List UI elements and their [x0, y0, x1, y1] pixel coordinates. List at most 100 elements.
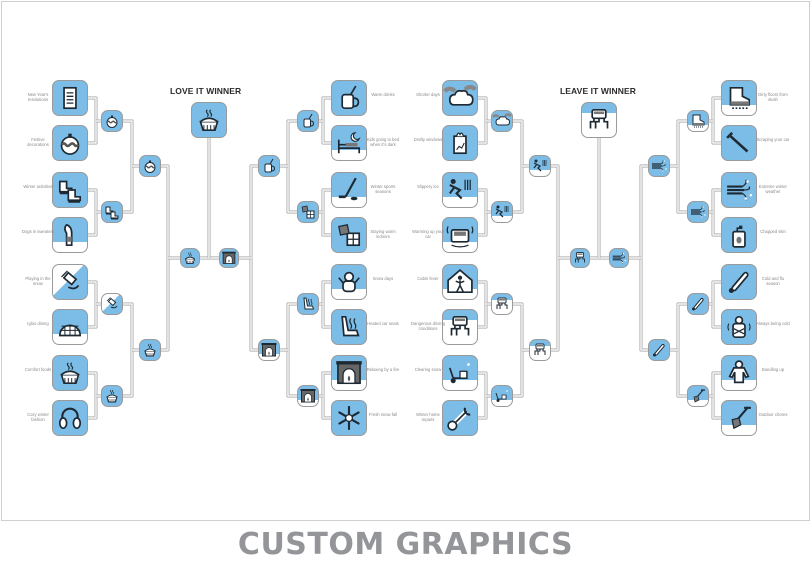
leave-left-round3-slip-icon[interactable] [529, 155, 551, 177]
car-seat-icon [303, 297, 315, 310]
love-left-round3-ornament-icon[interactable] [139, 155, 161, 177]
bracket-line [88, 96, 98, 145]
bracket-line [540, 164, 560, 352]
leave-left-entry-cloud-icon[interactable] [442, 80, 478, 116]
love-right-entry-label: Fresh snow fall [368, 412, 398, 417]
love-right-entry-label: Winter sports seasons [370, 184, 396, 194]
wrench-icon [447, 407, 471, 431]
bracket-line [88, 280, 98, 329]
love-right-entry-mug-icon[interactable] [331, 80, 367, 116]
skidding-car-icon [450, 315, 470, 336]
love-finalist-right[interactable] [219, 248, 239, 268]
love-right-round3-mug-icon[interactable] [258, 155, 280, 177]
love-left-entry-dog-sweater-icon[interactable] [52, 217, 88, 253]
love-right-entry-snowflake-icon[interactable] [331, 400, 367, 436]
leave-left-entry-slip-icon[interactable] [442, 172, 478, 208]
leave-left-round2-cloud-icon[interactable] [491, 110, 513, 132]
love-left-entry-pie-icon[interactable] [52, 355, 88, 391]
snowblower-icon [448, 363, 470, 384]
love-right-round2-mug-icon[interactable] [297, 110, 319, 132]
ice-skates-icon [105, 206, 119, 220]
leave-right-entry-shovel-icon[interactable] [721, 400, 757, 436]
leave-left-round3-skidding-car-icon[interactable] [529, 339, 551, 361]
love-right-round2-puzzle-icon[interactable] [297, 201, 319, 223]
leave-left-entry-skidding-car-icon[interactable] [442, 309, 478, 345]
leave-winner-box[interactable] [581, 102, 617, 138]
fireplace-icon [222, 251, 236, 264]
love-left-round2-ice-skates-icon[interactable] [101, 201, 123, 223]
love-left-entry-ornament-icon[interactable] [52, 125, 88, 161]
love-winner-box[interactable] [191, 102, 227, 138]
leave-right-entry-snowsuit-icon[interactable] [721, 355, 757, 391]
pie-icon [144, 343, 156, 357]
mug-icon [341, 85, 360, 110]
skidding-car-icon [496, 297, 508, 309]
leave-left-entry-label: Drafty windows [413, 137, 443, 142]
love-right-entry-fireplace-icon[interactable] [331, 355, 367, 391]
bracket-line [321, 96, 331, 145]
leave-left-entry-window-icon[interactable] [442, 125, 478, 161]
bracket-line [249, 164, 269, 352]
leave-right-entry-boot-icon[interactable] [721, 80, 757, 116]
leave-right-round3-wind-icon[interactable] [648, 155, 670, 177]
bracket-line [88, 371, 98, 420]
love-right-entry-label: Staying warm indoors [370, 229, 396, 239]
bracket-line [677, 120, 698, 213]
love-finalist-left[interactable] [180, 248, 200, 268]
love-left-entry-sled-icon[interactable] [52, 264, 88, 300]
love-right-round2-car-seat-icon[interactable] [297, 293, 319, 315]
leave-left-round2-slip-icon[interactable] [491, 201, 513, 223]
love-right-entry-snowman-icon[interactable] [331, 264, 367, 300]
love-left-entry-scroll-icon[interactable] [52, 80, 88, 116]
leave-right-entry-thermometer-icon[interactable] [721, 264, 757, 300]
leave-left-entry-label: Clearing snow [414, 367, 442, 372]
leave-left-entry-snowblower-icon[interactable] [442, 355, 478, 391]
leave-right-entry-lotion-icon[interactable] [721, 217, 757, 253]
cloud-icon [443, 84, 477, 106]
leave-left-entry-car-front-icon[interactable] [442, 217, 478, 253]
cloud-icon [492, 113, 512, 126]
leave-right-round2-thermometer-icon[interactable] [687, 293, 709, 315]
love-left-round2-ornament-icon[interactable] [101, 110, 123, 132]
love-left-round2-sled-icon[interactable] [101, 293, 123, 315]
love-right-entry-label: Kids going to bed when it's dark [366, 137, 400, 147]
leave-finalist-left[interactable] [570, 248, 590, 268]
love-right-entry-car-seat-icon[interactable] [331, 309, 367, 345]
puzzle-icon [338, 224, 361, 247]
leave-right-round2-shovel-icon[interactable] [687, 385, 709, 407]
leave-right-round2-wind-icon[interactable] [687, 201, 709, 223]
pie-icon [106, 389, 118, 403]
love-right-entry-puzzle-icon[interactable] [331, 217, 367, 253]
wind-icon [691, 205, 706, 219]
love-left-round3-pie-icon[interactable] [139, 339, 161, 361]
leave-right-entry-shivering-icon[interactable] [721, 309, 757, 345]
leave-finalist-right[interactable] [609, 248, 629, 268]
bracket-line [321, 280, 331, 329]
leave-right-round2-boot-icon[interactable] [687, 110, 709, 132]
leave-right-entry-scraper-icon[interactable] [721, 125, 757, 161]
leave-left-round2-skidding-car-icon[interactable] [491, 293, 513, 315]
leave-right-entry-wind-icon[interactable] [721, 172, 757, 208]
love-left-round2-pie-icon[interactable] [101, 385, 123, 407]
love-right-round3-fireplace-icon[interactable] [258, 339, 280, 361]
leave-right-round3-thermometer-icon[interactable] [648, 339, 670, 361]
bracket-line [711, 96, 721, 145]
love-left-entry-earmuffs-icon[interactable] [52, 400, 88, 436]
leave-left-round2-snowblower-icon[interactable] [491, 385, 513, 407]
love-left-entry-igloo-icon[interactable] [52, 309, 88, 345]
leave-left-entry-cabin-icon[interactable] [442, 264, 478, 300]
skidding-car-icon [589, 108, 609, 129]
love-right-entry-bed-moon-icon[interactable] [331, 125, 367, 161]
love-right-round2-fireplace-icon[interactable] [297, 385, 319, 407]
love-left-entry-label: Comfort foods [24, 367, 52, 372]
window-icon [453, 132, 467, 155]
leave-left-entry-wrench-icon[interactable] [442, 400, 478, 436]
bracket-line [478, 96, 488, 145]
love-right-entry-hockey-stick-icon[interactable] [331, 172, 367, 208]
leave-right-entry-label: Dirty floors from slush [758, 92, 788, 102]
slip-icon [533, 159, 547, 172]
skidding-car-icon [575, 252, 585, 263]
love-left-entry-ice-skates-icon[interactable] [52, 172, 88, 208]
hockey-stick-icon [338, 177, 358, 201]
thermometer-icon [728, 271, 749, 294]
